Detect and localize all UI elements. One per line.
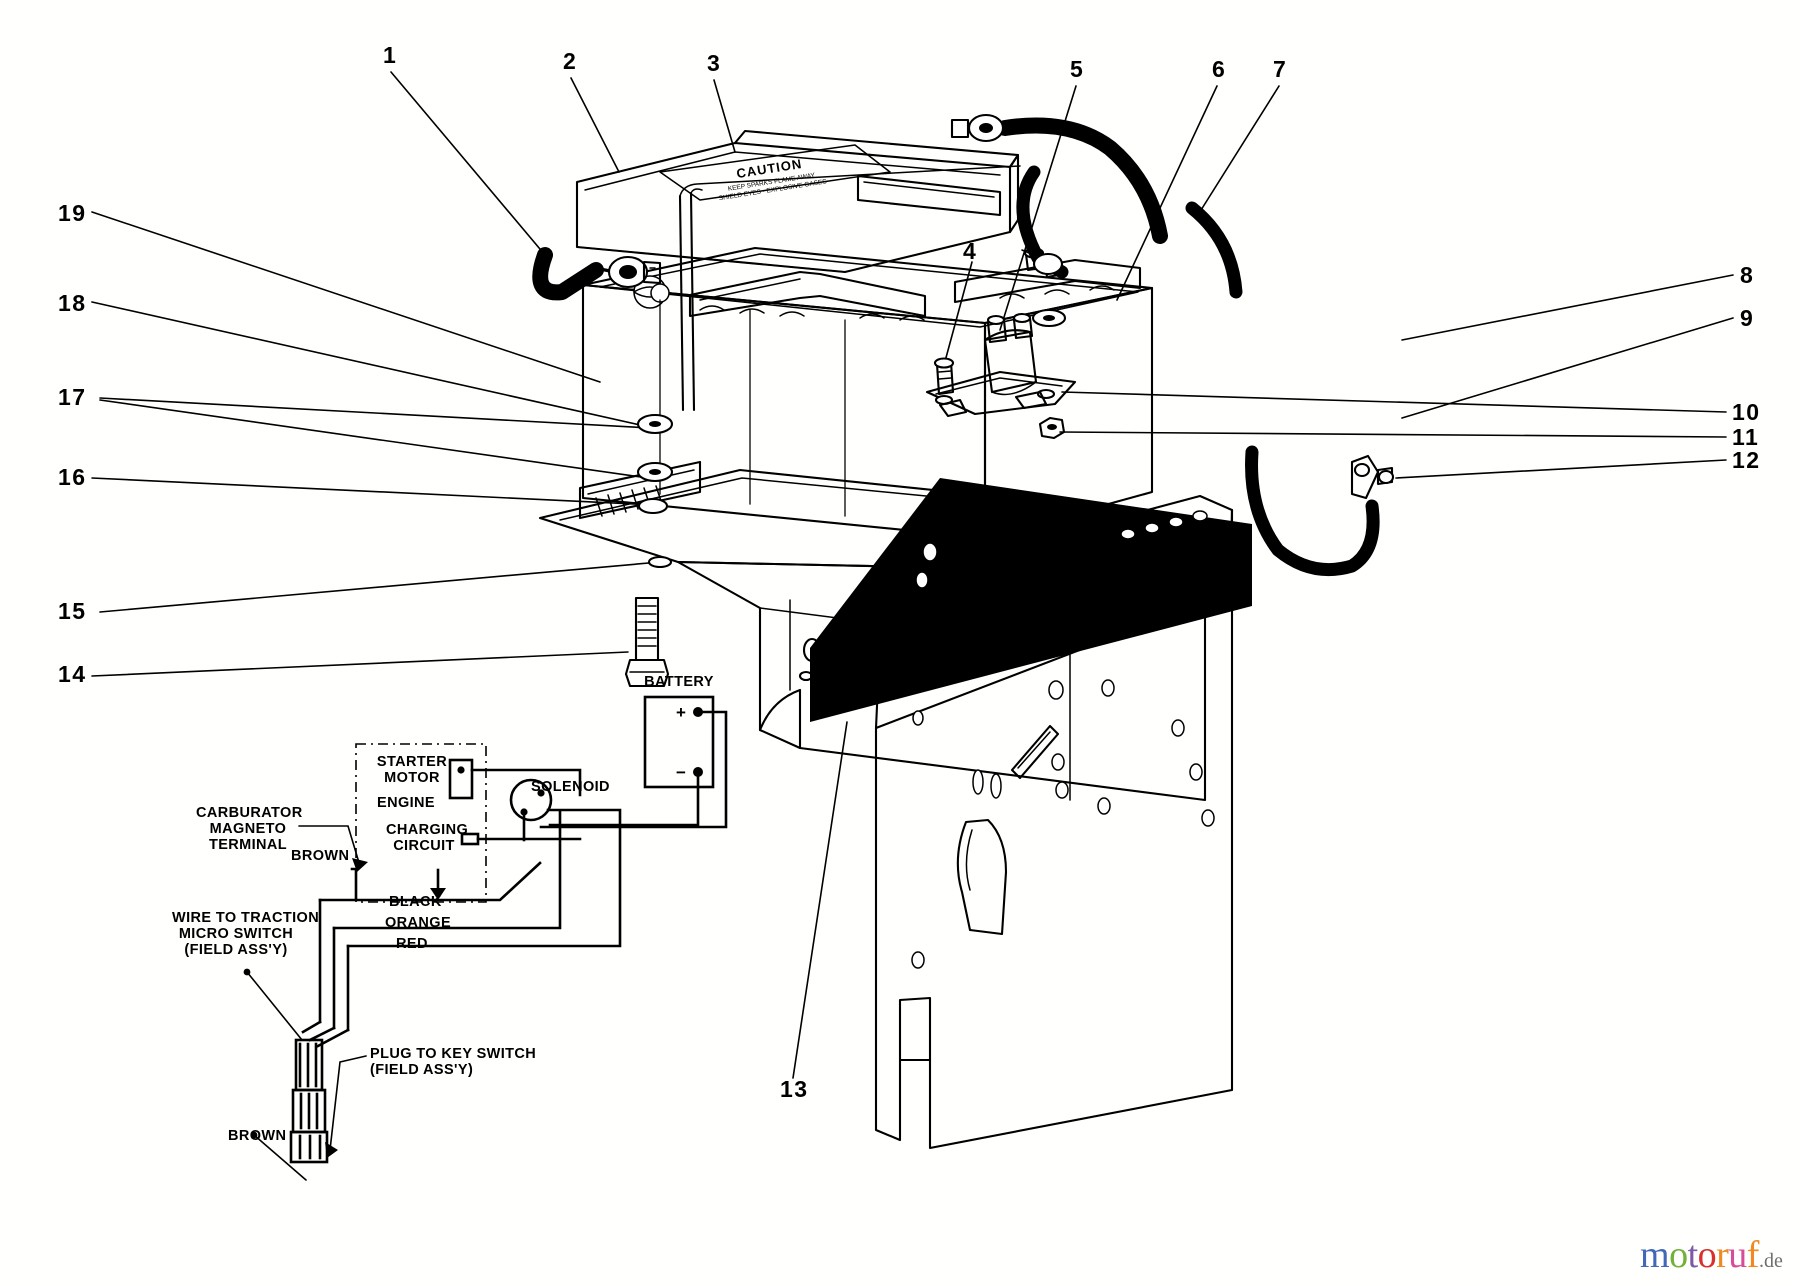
callout-13: 13 <box>780 1076 809 1102</box>
leader-micro-switch <box>246 971 303 1041</box>
schematic-starter-motor-label: STARTER MOTOR <box>376 754 448 787</box>
callout-19: 19 <box>58 200 87 226</box>
callout-5: 5 <box>1070 56 1085 82</box>
schematic-solenoid <box>509 778 553 822</box>
schematic-starter-motor <box>448 758 474 800</box>
callout-12: 12 <box>1732 447 1761 473</box>
callout-17: 17 <box>58 384 87 410</box>
brown-wire-bottom-label: BROWN <box>228 1128 287 1144</box>
logo-letter-o1: o <box>1669 1234 1688 1276</box>
battery-negative-symbol: − <box>676 763 687 782</box>
callout-14: 14 <box>58 661 87 687</box>
leader-brown-bottom <box>253 1134 307 1181</box>
callout-15: 15 <box>58 598 87 624</box>
callout-10: 10 <box>1732 399 1761 425</box>
decal-holes <box>895 572 1100 654</box>
motoruf-watermark: motoruf.de <box>1640 1236 1783 1274</box>
hold-down-bolt <box>624 596 670 688</box>
logo-letter-f: f <box>1746 1234 1760 1276</box>
callout-3: 3 <box>707 50 722 76</box>
battery <box>581 246 1154 540</box>
black-wire-label: BLACK <box>389 894 442 910</box>
tray-bracket <box>636 413 674 515</box>
callout-1: 1 <box>383 42 398 68</box>
callout-6: 6 <box>1212 56 1227 82</box>
logo-letter-r: r <box>1716 1234 1729 1276</box>
callout-8: 8 <box>1740 262 1755 288</box>
schematic-engine-label: ENGINE <box>377 795 435 811</box>
schematic-wires <box>318 710 728 1032</box>
carburator-magneto-terminal-label: CARBURATOR MAGNETO TERMINAL <box>196 805 303 854</box>
logo-suffix: .de <box>1758 1250 1783 1272</box>
callout-2: 2 <box>563 48 578 74</box>
callout-9: 9 <box>1740 305 1755 331</box>
leader-carburator <box>298 825 361 867</box>
battery-hold-down-rod <box>678 165 1021 412</box>
schematic-engine-box <box>355 743 487 903</box>
callout-11: 11 <box>1732 424 1760 450</box>
battery-cable-negative <box>532 247 604 301</box>
leader-line-13 <box>792 721 848 1079</box>
schematic-solenoid-label: SOLENOID <box>531 779 610 795</box>
black-decal-strip <box>810 478 1252 722</box>
brown-wire-top-label: BROWN <box>291 848 350 864</box>
logo-letter-o2: o <box>1697 1234 1717 1276</box>
battery-positive-symbol: + <box>676 703 687 722</box>
leader-plug-key-switch <box>329 1055 367 1151</box>
battery-terminal-clamp <box>593 255 662 289</box>
plug-to-key-switch-label: PLUG TO KEY SWITCH (FIELD ASS'Y) <box>370 1046 537 1079</box>
red-wire-label: RED <box>396 936 428 952</box>
logo-letter-m: m <box>1640 1234 1670 1276</box>
leader-lines-right <box>1059 274 1734 479</box>
schematic-charging-circuit-label: CHARGING CIRCUIT <box>386 822 469 855</box>
schematic-ground-arrow <box>430 888 446 900</box>
schematic-battery-title: BATTERY <box>644 674 714 690</box>
positive-battery-cable <box>950 113 1243 299</box>
logo-letter-t: t <box>1687 1234 1699 1276</box>
battery-cover: CAUTION KEEP SPARKS FLAME AWAY SHIELD EY… <box>575 129 1020 274</box>
orange-wire-label: ORANGE <box>385 915 452 931</box>
leader-line-4 <box>943 261 973 366</box>
callout-16: 16 <box>58 464 87 490</box>
ground-cable-terminal <box>1245 445 1395 577</box>
callout-7: 7 <box>1273 56 1288 82</box>
wiring-schematic <box>243 695 728 1181</box>
wire-to-traction-micro-switch-label: WIRE TO TRACTION MICRO SWITCH (FIELD ASS… <box>172 910 320 959</box>
leader-lines-left <box>91 211 661 677</box>
callout-4: 4 <box>963 238 978 264</box>
chassis-side-panel <box>874 494 1234 1150</box>
callout-18: 18 <box>58 290 87 316</box>
logo-letter-u: u <box>1728 1234 1747 1276</box>
